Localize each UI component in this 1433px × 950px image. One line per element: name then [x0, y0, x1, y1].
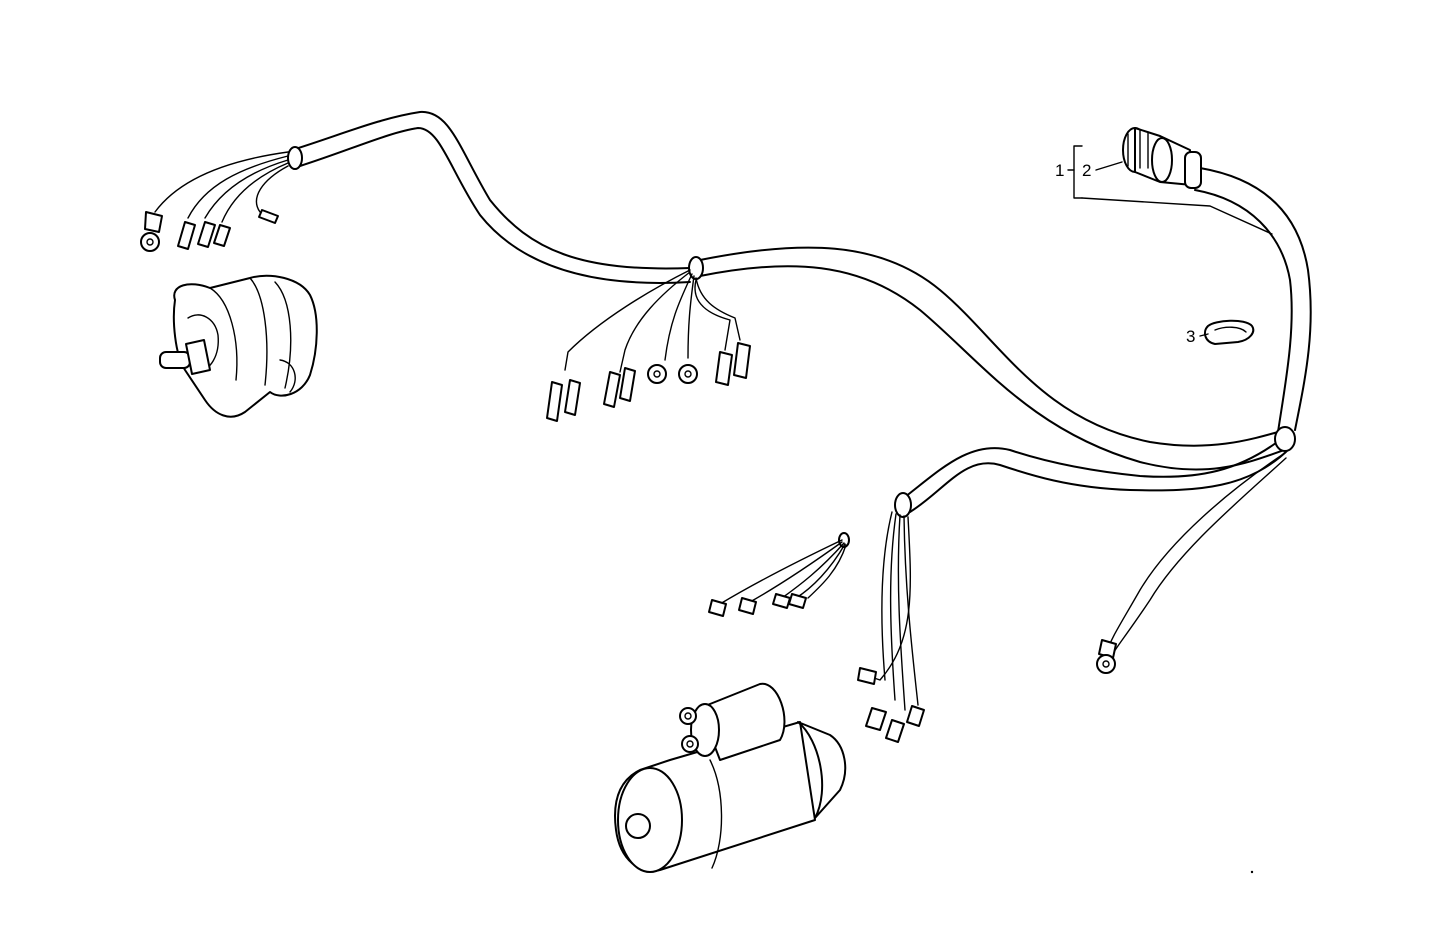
ring-terminal	[738, 597, 757, 615]
spade-terminal	[885, 719, 905, 743]
spade-terminal	[197, 221, 216, 248]
ring-terminal	[647, 364, 667, 384]
callout-label-1: 1	[1055, 161, 1064, 180]
ground-lead	[1096, 454, 1287, 674]
spade-terminal	[906, 705, 925, 727]
ring-terminal	[708, 599, 727, 617]
ring-terminal	[678, 364, 698, 384]
spade-terminal	[715, 351, 733, 386]
starter-leads	[708, 511, 925, 743]
spade-terminal	[619, 367, 636, 402]
spade-terminal	[603, 371, 621, 408]
spade-terminal	[177, 221, 196, 250]
middle-leads	[546, 269, 751, 422]
callout-1: 1	[1055, 145, 1273, 235]
starter-motor	[614, 682, 847, 873]
spade-terminal	[788, 593, 807, 609]
ring-terminal	[258, 209, 279, 224]
callout-3: 3	[1186, 327, 1209, 346]
callout-label-3: 3	[1186, 327, 1195, 346]
callout-label-2: 2	[1082, 161, 1091, 180]
round-connector	[1122, 127, 1202, 189]
ring-terminal	[865, 707, 887, 731]
alternator	[159, 274, 318, 418]
spade-terminal	[733, 342, 751, 379]
cable-clamp	[1203, 319, 1255, 345]
ring-terminal	[140, 211, 163, 252]
spade-terminal	[564, 379, 581, 416]
alternator-leads	[140, 151, 289, 252]
spade-terminal	[772, 593, 791, 609]
spade-terminal	[213, 224, 231, 247]
spade-terminal	[546, 381, 563, 422]
ring-terminal	[857, 667, 877, 685]
callout-2: 2	[1082, 161, 1123, 180]
